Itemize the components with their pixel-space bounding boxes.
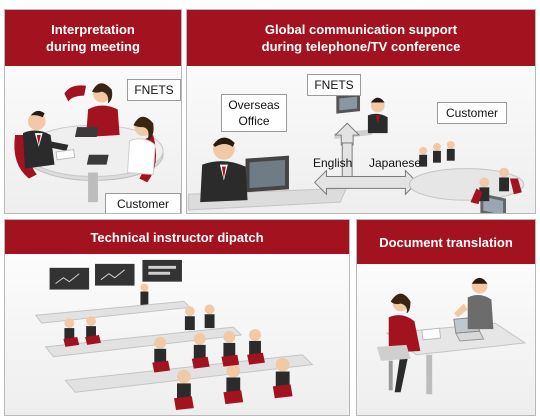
label-fnets-meeting: FNETS <box>127 79 181 101</box>
label-overseas-office: Overseas Office <box>221 94 287 132</box>
classroom-scene <box>34 259 314 411</box>
meeting-illustration <box>5 66 181 213</box>
classroom-illustration <box>5 254 349 415</box>
meeting-scene <box>14 83 164 203</box>
translation-illustration <box>357 264 535 415</box>
label-japanese: Japanese <box>369 156 422 170</box>
panel-title-interpretation: Interpretation during meeting <box>5 10 181 66</box>
panel-title-technical: Technical instructor dipatch <box>5 220 349 254</box>
label-english: English <box>313 156 353 170</box>
conference-illustration <box>187 66 535 213</box>
panel-global-communication: Global communication support during tele… <box>186 9 536 214</box>
panel-interpretation: Interpretation during meeting <box>4 9 182 214</box>
panel-document-translation: Document translation <box>356 219 536 416</box>
translation-scene <box>376 277 527 395</box>
panel-title-document: Document translation <box>357 220 535 264</box>
label-customer-meeting: Customer <box>105 193 181 213</box>
panel-technical-instructor: Technical instructor dipatch <box>4 219 350 416</box>
label-fnets-conference: FNETS <box>307 74 361 96</box>
conference-scene <box>187 93 525 213</box>
panel-title-global: Global communication support during tele… <box>187 10 535 66</box>
label-customer-conference: Customer <box>437 102 507 124</box>
